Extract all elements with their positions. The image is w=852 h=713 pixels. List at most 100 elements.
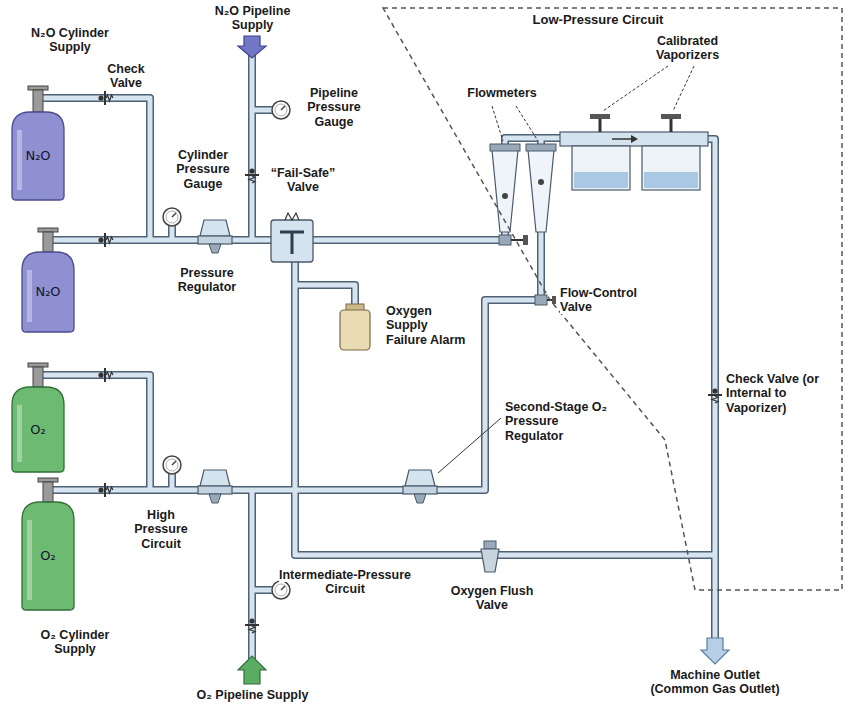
- alarm: [340, 310, 370, 350]
- part-label-box: Machine Outlet (Common Gas Outlet): [640, 668, 790, 697]
- cylinder-valve: [33, 90, 43, 112]
- part-label: Cylinder Pressure Gauge: [176, 148, 230, 191]
- flow-control-valve: [511, 239, 523, 241]
- vaporizer: [642, 146, 700, 190]
- part-label: Check Valve (or Internal to Vaporizer): [726, 372, 819, 415]
- flow-control-valve: [523, 235, 528, 245]
- part-label: Second-Stage O₂ Pressure Regulator: [505, 400, 607, 443]
- flow-arrow: [238, 36, 266, 58]
- check-valve: [708, 388, 722, 403]
- pressure-regulator: [198, 220, 232, 253]
- part-label: Flow-Control Valve: [560, 286, 637, 314]
- pipe: [38, 54, 715, 660]
- leader-line: [438, 66, 694, 473]
- flow-control-valve: [547, 299, 552, 301]
- part-label: Oxygen Supply Failure Alarm: [386, 304, 465, 347]
- pressure-gauge: [163, 456, 181, 474]
- fail-safe-valve: [285, 213, 299, 220]
- vaporizer: [590, 114, 610, 119]
- vaporizer: [572, 146, 630, 190]
- flow-control-valve: [499, 235, 556, 305]
- gas-cylinder: N₂O: [12, 112, 64, 200]
- cylinder-highlight: [27, 520, 32, 600]
- cylinder-valve: [28, 86, 48, 90]
- pressure-regulator: [198, 220, 437, 503]
- part-label-box: Check Valve (or Internal to Vaporizer): [726, 372, 834, 415]
- part-label: High Pressure Circuit: [134, 508, 188, 551]
- part-label-box: Flowmeters: [462, 86, 542, 100]
- cylinder-body: [22, 252, 74, 332]
- flowmeter: [526, 144, 556, 151]
- pressure-gauge: [272, 101, 290, 119]
- part-label: Pipeline Pressure Gauge: [307, 86, 361, 129]
- check-valve: [98, 483, 113, 497]
- fail-safe-valve: [271, 220, 313, 262]
- part-label: Oxygen Flush Valve: [451, 584, 534, 612]
- flow-arrow: [238, 36, 729, 684]
- cylinder-valve: [38, 478, 58, 482]
- check-valve: [245, 168, 259, 183]
- vaporizer: [670, 118, 673, 132]
- check-valve: [98, 368, 113, 382]
- part-label: Pressure Regulator: [178, 266, 236, 294]
- flowmeter: [528, 150, 554, 232]
- part-label: Calibrated Vaporizers: [656, 34, 719, 62]
- vaporizer: [661, 114, 681, 119]
- flow-control-valve: [552, 296, 556, 304]
- check-valve: [98, 91, 722, 633]
- cylinder-valve: [43, 232, 53, 252]
- flow-arrow: [701, 638, 729, 664]
- leader-line: [516, 106, 538, 141]
- part-label-box: High Pressure Circuit: [120, 508, 202, 551]
- region-heading: Low-Pressure Circuit: [523, 12, 673, 28]
- part-label-box: Check Valve: [98, 62, 154, 91]
- check-valve: [98, 233, 113, 247]
- flowmeter: [538, 179, 544, 185]
- pipe: [38, 54, 715, 660]
- leader-line: [603, 66, 668, 111]
- part-label-box: O₂ Pipeline Supply: [170, 688, 335, 702]
- flowmeter: [502, 193, 508, 199]
- cylinder-label: O₂: [30, 422, 45, 438]
- part-label-box: Pipeline Pressure Gauge: [298, 86, 370, 129]
- part-label: O₂ Cylinder Supply: [41, 628, 110, 656]
- pipe: [38, 54, 715, 660]
- part-label-box: N₂O Pipeline Supply: [195, 4, 310, 33]
- pressure-regulator: [198, 470, 232, 503]
- vaporizer: [560, 132, 708, 146]
- part-label-box: Oxygen Supply Failure Alarm: [386, 304, 470, 347]
- part-label-box: Pressure Regulator: [168, 266, 246, 295]
- part-label-box: “Fail-Safe” Valve: [262, 166, 344, 195]
- part-label: Intermediate-Pressure Circuit: [279, 568, 411, 596]
- vaporizer: [599, 118, 602, 132]
- part-label-box: O₂ Cylinder Supply: [20, 628, 130, 657]
- cylinder-label: N₂O: [35, 284, 60, 300]
- flush-valve: [484, 541, 496, 549]
- flush-valve: [481, 549, 499, 572]
- cylinder-valve: [43, 482, 53, 502]
- cylinder-highlight: [27, 270, 32, 322]
- part-label: Check Valve: [107, 62, 145, 90]
- cylinder-body: [12, 387, 64, 472]
- leader-line: [492, 106, 503, 141]
- pressure-regulator: [403, 470, 437, 503]
- cylinder-valve: [33, 367, 43, 387]
- part-label-box: Flow-Control Valve: [560, 286, 670, 315]
- check-valve: [98, 91, 113, 105]
- gas-cylinder: O₂: [12, 387, 64, 472]
- leader-line: [438, 418, 501, 473]
- fail-safe-valve: [271, 213, 313, 262]
- cylinder-highlight: [17, 405, 22, 462]
- part-label-box: N₂O Cylinder Supply: [20, 26, 120, 55]
- flow-control-valve: [535, 295, 547, 305]
- leader-line: [673, 66, 694, 111]
- gas-cylinder: O₂: [22, 502, 74, 610]
- flow-control-valve: [499, 235, 511, 245]
- gas-cylinder: N₂O: [22, 252, 74, 332]
- flush-valve: [481, 541, 499, 572]
- pressure-gauge: [272, 581, 290, 599]
- cylinder-highlight: [17, 130, 22, 190]
- part-label: Flowmeters: [467, 86, 536, 100]
